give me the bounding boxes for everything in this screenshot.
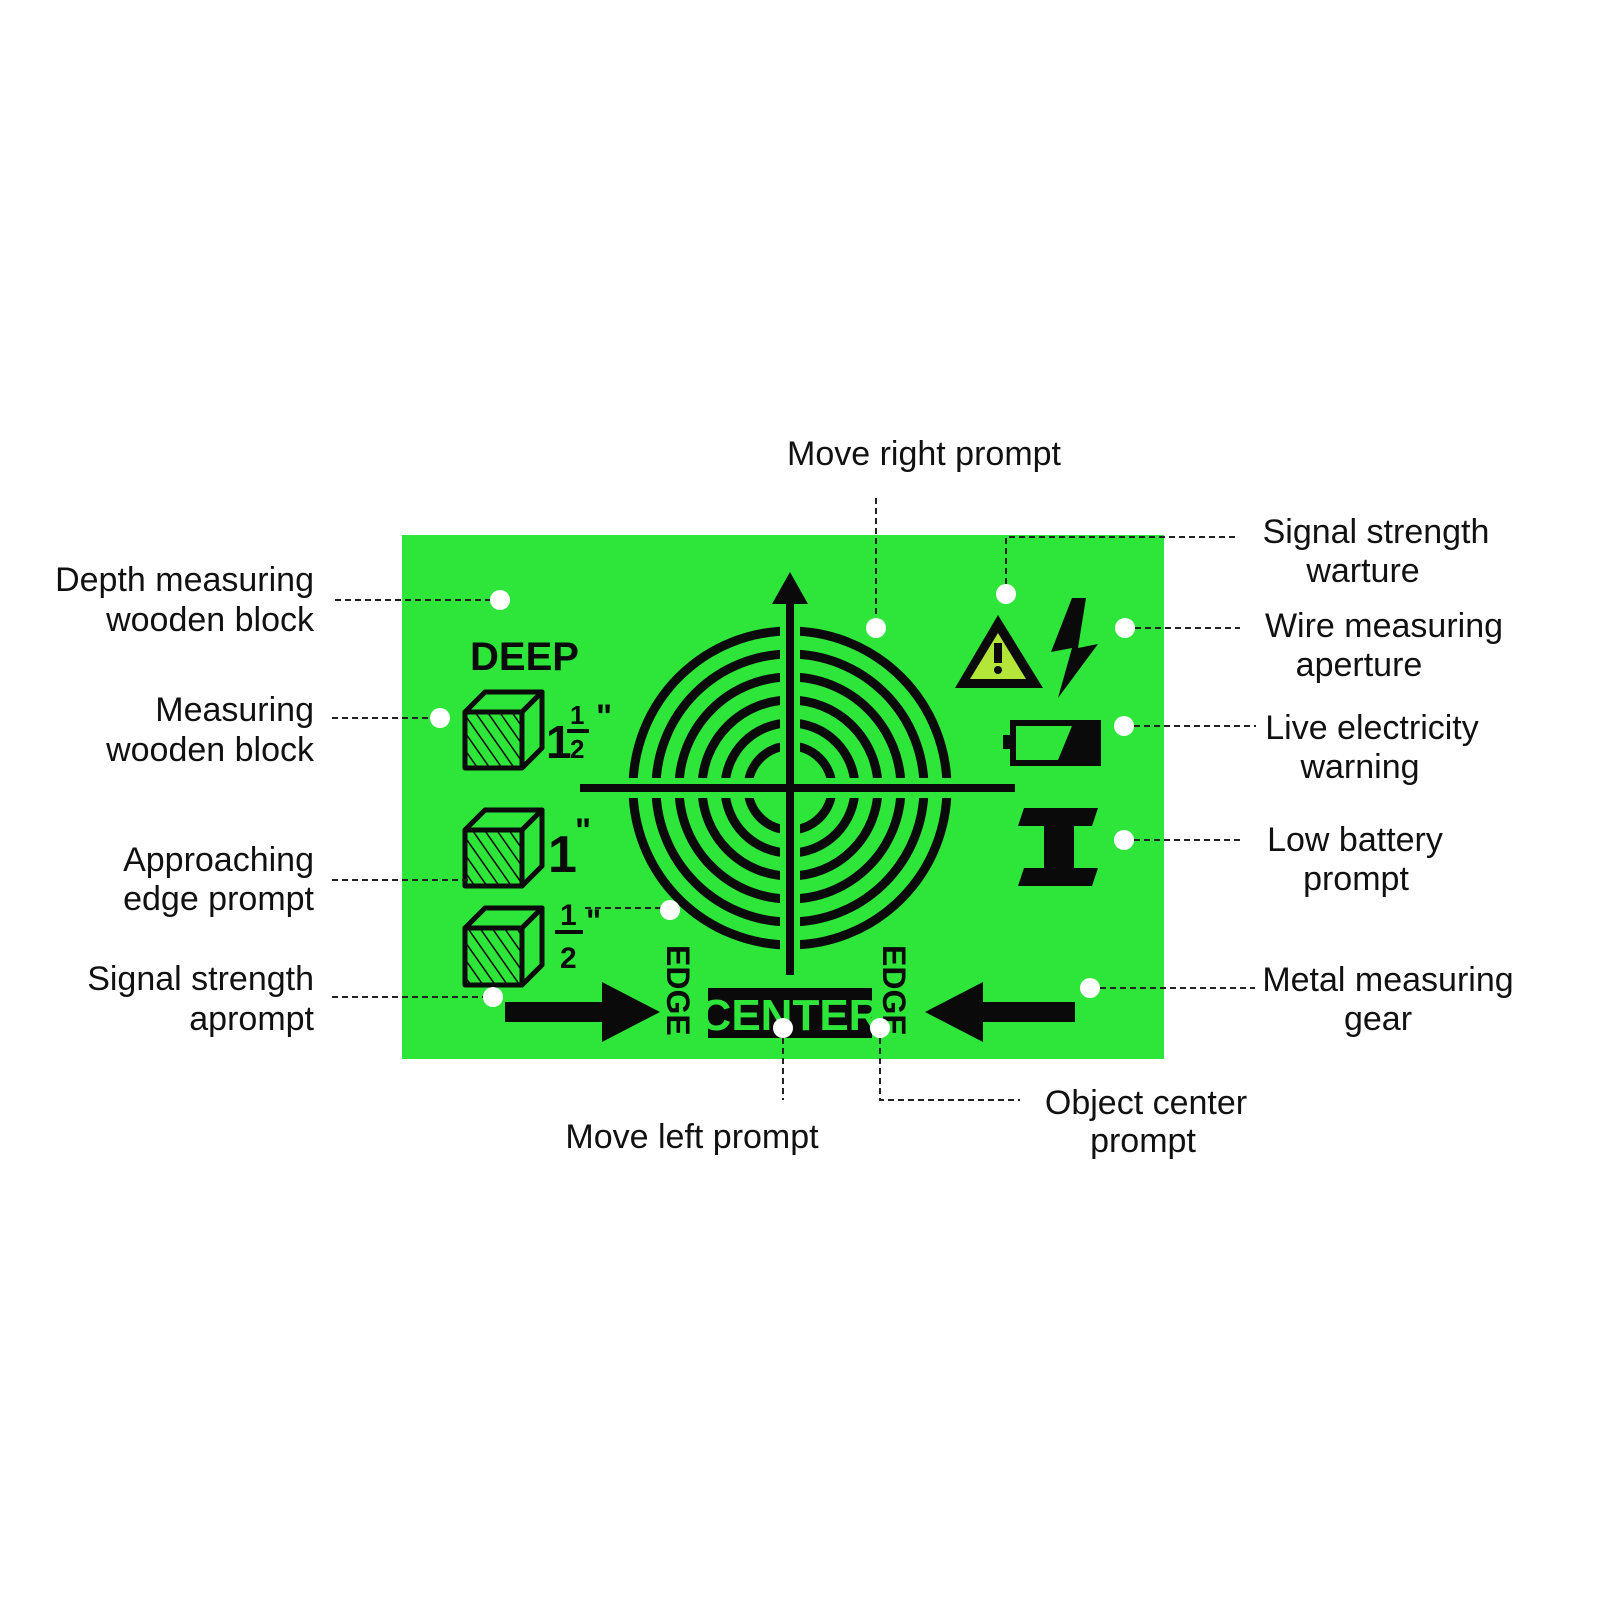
callout-measuring-wooden-block-line1: Measuring [155, 691, 314, 729]
crosshair-arrow-icon [580, 572, 1015, 975]
depth-1-unit: " [596, 698, 612, 736]
wood-block-icon [462, 807, 545, 889]
callout-live-electricity-line2: warning [1299, 748, 1419, 786]
callout-live-electricity-line1: Live electricity [1265, 709, 1479, 747]
arrow-right-icon [505, 982, 660, 1042]
callout-wire-measuring-line1: Wire measuring [1265, 607, 1503, 645]
depth-1-whole: 1 [546, 716, 572, 768]
callout-approaching-edge-line2: edge prompt [123, 880, 314, 918]
depth-1-num: 1 [570, 700, 584, 730]
arrow-left-icon [925, 982, 1075, 1042]
deep-label: DEEP [470, 635, 579, 679]
callout-object-center-line2: prompt [1090, 1122, 1196, 1160]
depth-3-den: 2 [560, 942, 577, 975]
callout-metal-measuring-line2: gear [1344, 1000, 1412, 1038]
depth-3-fraction-bar [555, 930, 583, 934]
callout-signal-strength-aprompt-line1: Signal strength [87, 960, 314, 998]
callout-dots [430, 584, 1135, 1038]
callout-signal-strength-warture-line1: Signal strength [1263, 513, 1490, 551]
callout-low-battery-line2: prompt [1303, 860, 1409, 898]
callout-measuring-wooden-block-line2: wooden block [105, 731, 315, 769]
callout-depth-measuring-line1: Depth measuring [55, 561, 314, 599]
callout-low-battery-line1: Low battery [1267, 821, 1443, 859]
depth-2-unit: " [575, 812, 591, 850]
wood-block-icon [462, 689, 545, 771]
depth-3-unit: " [586, 903, 601, 939]
edge-label-left: EDGE [660, 945, 696, 1036]
depth-2-whole: 1 [548, 826, 577, 884]
callout-object-center-line1: Object center [1045, 1084, 1247, 1122]
callout-depth-measuring-line2: wooden block [105, 601, 315, 639]
i-beam-icon [1018, 808, 1098, 886]
callout-signal-strength-warture-line2: warture [1305, 552, 1419, 590]
callout-approaching-edge-line1: Approaching [123, 841, 314, 879]
warning-triangle-icon [955, 615, 1043, 688]
depth-1-fraction-bar [567, 729, 589, 733]
battery-icon [1003, 720, 1101, 766]
callout-signal-strength-aprompt-line2: aprompt [189, 1000, 314, 1038]
lightning-bolt-icon [1051, 598, 1098, 698]
leader-lines [332, 498, 1256, 1101]
wood-block-icon [462, 905, 545, 988]
callout-metal-measuring-line1: Metal measuring [1262, 961, 1513, 999]
depth-1-den: 2 [570, 734, 584, 764]
callout-wire-measuring-line2: aperture [1296, 646, 1423, 684]
callout-move-right-prompt: Move right prompt [787, 435, 1062, 473]
depth-3-num: 1 [560, 899, 577, 932]
callout-move-left-prompt: Move left prompt [565, 1118, 819, 1156]
